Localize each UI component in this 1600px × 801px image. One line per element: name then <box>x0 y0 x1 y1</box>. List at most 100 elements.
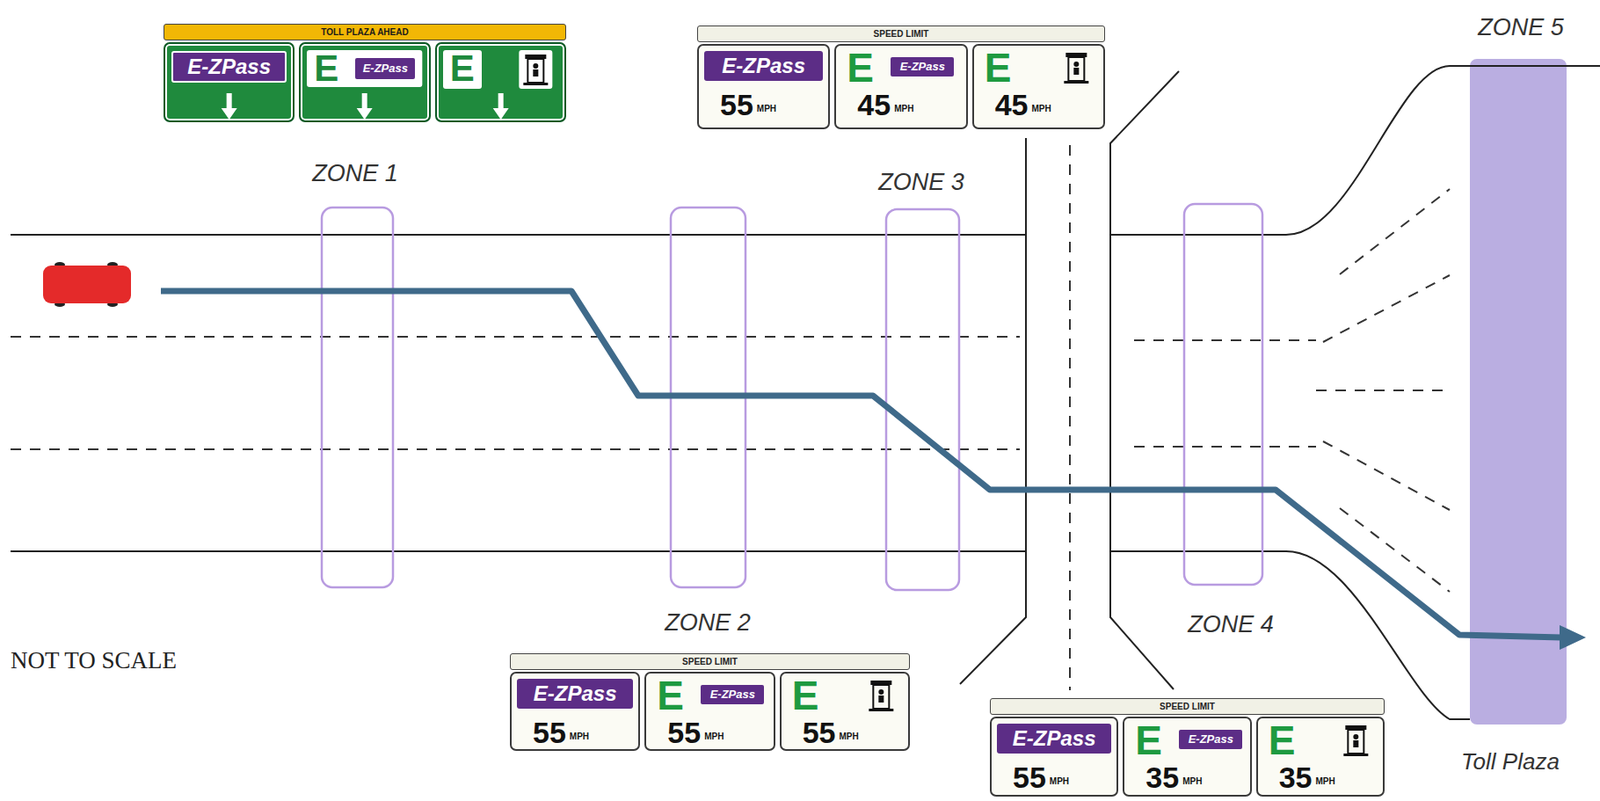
sign-assembly: SPEED LIMITE-ZPass55MPHEE-ZPass35MPHE35M… <box>989 698 1385 797</box>
scale-note: NOT TO SCALE <box>10 647 177 675</box>
zone-label: ZONE 4 <box>1187 610 1274 639</box>
toll-booth-icon <box>523 54 548 86</box>
lane-line <box>10 448 1020 451</box>
toll-booth-icon <box>1063 52 1089 84</box>
sign-assembly: SPEED LIMITE-ZPass55MPHEE-ZPass45MPHE45M… <box>697 25 1106 130</box>
speed-sign: E35MPH <box>1256 716 1385 797</box>
road-edges <box>10 65 1600 720</box>
car-body <box>43 265 131 304</box>
ezpass-logo: E-ZPass <box>1178 729 1243 750</box>
lane-line <box>1323 275 1450 342</box>
sign-header: SPEED LIMIT <box>509 653 910 670</box>
sign-inset <box>518 50 553 89</box>
e-letter: E <box>1268 718 1296 763</box>
ezpass-logo: E-ZPass <box>700 684 764 705</box>
e-letter: E <box>1134 718 1163 763</box>
lane-line <box>1339 189 1450 275</box>
speed-value: 55 <box>667 715 701 750</box>
road-edge <box>1110 551 1470 720</box>
lane-sign: E-ZPass <box>163 42 295 123</box>
zone-outline <box>1184 203 1263 585</box>
speed-value: 55 <box>1012 760 1047 794</box>
booth-attendant <box>532 69 539 77</box>
booth-attendant <box>1352 734 1359 740</box>
booth-base <box>868 708 894 712</box>
road-edge <box>1110 65 1600 235</box>
speed-value: 45 <box>995 87 1029 122</box>
overpass-centerline <box>1069 145 1071 691</box>
speed-sign: E55MPH <box>779 671 910 751</box>
lane-line <box>1134 339 1317 342</box>
lane-lines <box>10 145 1450 691</box>
speed-unit: MPH <box>894 103 914 115</box>
ezpass-logo: E-ZPass <box>171 50 287 83</box>
lane-arrow <box>221 93 238 120</box>
speed-unit: MPH <box>838 731 859 742</box>
booth-body <box>872 684 889 709</box>
booth-body <box>1068 57 1084 81</box>
e-letter: E <box>846 45 874 90</box>
booth-attendant <box>878 689 884 695</box>
speed-value: 45 <box>857 87 891 122</box>
speed-unit: MPH <box>1031 103 1051 115</box>
speed-value: 55 <box>802 715 837 750</box>
road-edge <box>10 233 1026 236</box>
lane-line <box>1134 445 1317 448</box>
lane-sign: E E-ZPass <box>298 42 430 123</box>
sign-assembly: SPEED LIMITE-ZPass55MPHEE-ZPass55MPHE55M… <box>509 653 910 751</box>
speed-sign: E-ZPass55MPH <box>509 671 640 751</box>
car <box>43 261 131 307</box>
booth-body <box>1347 729 1364 754</box>
route-line <box>160 290 1562 638</box>
sign-header: SPEED LIMIT <box>989 698 1385 715</box>
e-letter: E <box>313 48 339 89</box>
ezpass-logo: E-ZPass <box>355 58 415 80</box>
zone-label: ZONE 5 <box>1477 14 1564 42</box>
speed-sign: E E-ZPass 45MPH <box>834 43 968 130</box>
speed-sign: EE-ZPass35MPH <box>1122 716 1251 797</box>
route <box>160 290 1586 650</box>
booth-base <box>523 82 548 86</box>
speed-sign: EE-ZPass55MPH <box>644 671 775 751</box>
lane-line <box>1323 441 1450 510</box>
speed-value: 55 <box>532 715 567 750</box>
zone-outline <box>886 209 960 590</box>
booth-body <box>527 58 544 83</box>
speed-unit: MPH <box>569 731 590 742</box>
e-letter: E <box>792 673 820 718</box>
speed-sign: E-ZPass55MPH <box>989 716 1119 797</box>
overpass-edge <box>1110 71 1179 690</box>
speed-unit: MPH <box>1315 776 1335 787</box>
e-letter: E <box>656 673 684 718</box>
ezpass-logo: E-ZPass <box>890 57 954 77</box>
toll-booth-icon <box>868 680 894 712</box>
lane-arrow <box>356 93 373 120</box>
booth-attendant <box>1073 61 1079 67</box>
booth-attendant <box>1352 740 1359 748</box>
overpass-edge <box>960 138 1026 684</box>
toll-plaza-label: Toll Plaza <box>1461 748 1560 776</box>
zone-outline <box>321 207 393 588</box>
ezpass-logo: E-ZPass <box>704 50 823 81</box>
zone-label: ZONE 3 <box>878 168 965 197</box>
speed-unit: MPH <box>1182 776 1202 787</box>
speed-value: 55 <box>720 87 754 122</box>
road-edge <box>10 550 1026 553</box>
toll-booth-icon <box>1343 725 1368 757</box>
booth-base <box>1063 80 1089 84</box>
booth-attendant <box>878 695 884 703</box>
booth-attendant <box>1073 67 1079 75</box>
speed-sign: E-ZPass 55MPH <box>697 43 830 130</box>
zone-band <box>1469 58 1567 725</box>
lane-arrow <box>492 93 509 120</box>
e-letter: E <box>450 48 475 89</box>
sign-header: SPEED LIMIT <box>697 25 1106 43</box>
booth-attendant <box>532 63 539 69</box>
speed-value: 35 <box>1279 760 1313 794</box>
zone-label: ZONE 1 <box>312 160 399 188</box>
zone-label: ZONE 2 <box>664 609 751 637</box>
lane-line <box>1316 389 1450 392</box>
e-letter: E <box>984 45 1012 90</box>
speed-unit: MPH <box>756 103 777 115</box>
